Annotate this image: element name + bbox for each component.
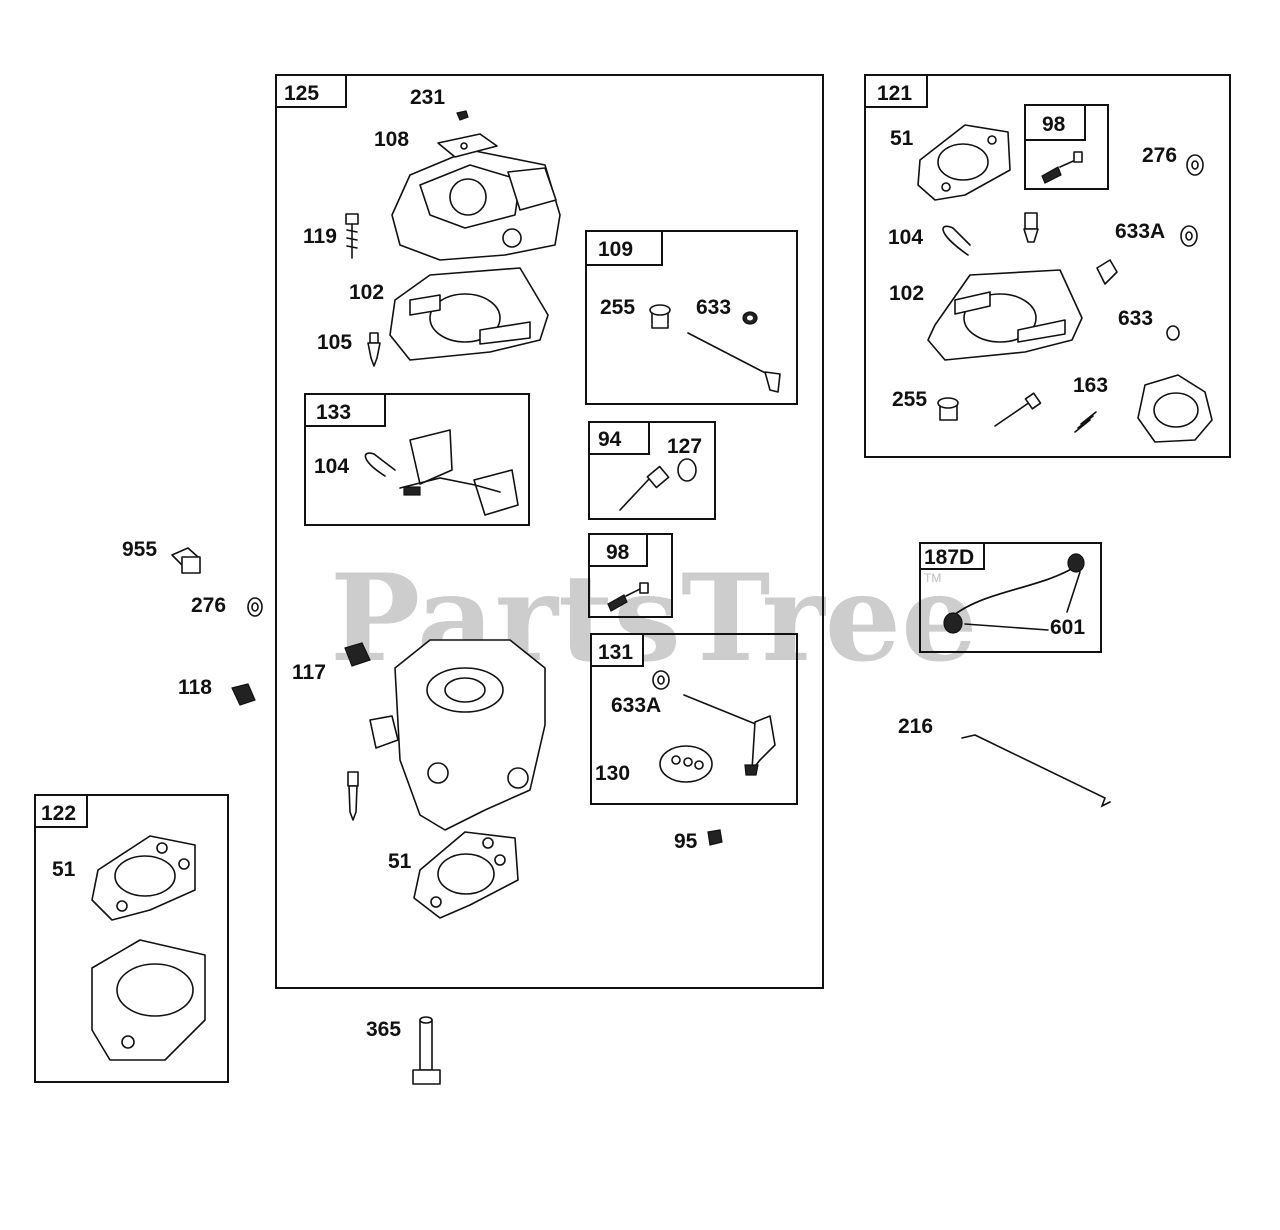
kit-125-box: 125 (275, 74, 824, 989)
fuel-line[interactable] (943, 553, 1085, 634)
gasket-102-kit121[interactable] (927, 269, 1083, 361)
kit-187D-label: 187D (924, 546, 974, 569)
screw-119[interactable] (345, 213, 359, 259)
kit-122-box: 122 (34, 794, 229, 1083)
label-255-kit109: 255 (600, 296, 635, 319)
label-633A-kit131: 633A (611, 694, 661, 717)
label-231: 231 (410, 86, 445, 109)
needle-105[interactable] (367, 332, 381, 367)
screw-95[interactable] (707, 829, 723, 846)
fitting-117[interactable] (344, 642, 371, 667)
kit-109-label: 109 (598, 238, 633, 261)
kit-98-right-label: 98 (1042, 113, 1066, 136)
label-955: 955 (122, 538, 157, 561)
needle-valve-base[interactable] (347, 771, 359, 821)
kit-133-label: 133 (316, 401, 351, 424)
gasket-163[interactable] (1137, 374, 1213, 443)
spring-kit121[interactable] (1074, 411, 1097, 433)
bushing-255-kit121[interactable] (937, 397, 959, 421)
label-51-kit122: 51 (52, 858, 76, 881)
kit-94-label: 94 (598, 428, 622, 451)
kit-131-box: 131 (590, 633, 798, 805)
washer-276-kit121[interactable] (1186, 154, 1204, 176)
label-255-kit121: 255 (892, 388, 927, 411)
label-118: 118 (178, 676, 212, 699)
kit-131-label: 131 (598, 641, 633, 664)
kit-94-box: 94 (588, 421, 716, 520)
spacer-block[interactable] (91, 939, 206, 1061)
plug-955[interactable] (171, 547, 201, 574)
choke-shaft[interactable] (683, 694, 776, 776)
label-104-kit121: 104 (888, 226, 923, 249)
gasket-102-main[interactable] (389, 267, 549, 361)
screw-365[interactable] (412, 1016, 441, 1085)
watermark-tm: TM (924, 571, 941, 585)
kit-98-center-label: 98 (606, 541, 630, 564)
label-127: 127 (667, 435, 702, 458)
gasket-51-kit122[interactable] (91, 835, 196, 921)
kit-98-center-box: 98 (588, 533, 673, 618)
kit-133-box: 133 (304, 393, 530, 526)
clamp-601-leaders (964, 571, 1081, 631)
kit-121-box: 121 (864, 74, 1231, 458)
washer-276-left[interactable] (247, 597, 263, 617)
oring-127[interactable] (677, 458, 697, 482)
gasket-51-kit121[interactable] (917, 124, 1011, 201)
kit-122-label: 122 (41, 802, 76, 825)
label-51-kit121: 51 (890, 127, 914, 150)
clip-104-float[interactable] (364, 452, 396, 477)
screw-spring-98-right[interactable] (1041, 151, 1083, 184)
choke-link-216[interactable] (961, 734, 1111, 808)
label-163: 163 (1073, 374, 1108, 397)
label-130: 130 (595, 762, 630, 785)
fitting-118[interactable] (231, 683, 256, 706)
label-633-kit121: 633 (1118, 307, 1153, 330)
throttle-shaft[interactable] (687, 332, 781, 393)
seal-633A-kit131[interactable] (652, 670, 670, 690)
label-633-kit109: 633 (696, 296, 731, 319)
label-104-float: 104 (314, 455, 349, 478)
label-102-kit121: 102 (889, 282, 924, 305)
carburetor-top-body[interactable] (391, 149, 561, 261)
label-102-main: 102 (349, 281, 384, 304)
idle-screw-kit121[interactable] (994, 392, 1042, 427)
label-95: 95 (674, 830, 698, 853)
kit-109-box: 109 (585, 230, 798, 405)
label-276-kit121: 276 (1142, 144, 1177, 167)
gasket-108[interactable] (437, 133, 498, 158)
kit-125-label: 125 (284, 82, 319, 105)
screw-spring-98-center[interactable] (607, 582, 649, 612)
label-51-main: 51 (388, 850, 412, 873)
clip-part-kit121[interactable] (1096, 259, 1118, 285)
seal-633A-kit121[interactable] (1180, 225, 1198, 247)
screw-231[interactable] (456, 110, 469, 121)
carburetor-base[interactable] (369, 639, 546, 831)
kit-98-right-box: 98 (1024, 104, 1109, 190)
kit-121-label: 121 (877, 82, 912, 105)
label-105: 105 (317, 331, 352, 354)
seal-633-kit109[interactable] (742, 311, 758, 325)
label-117: 117 (292, 661, 326, 684)
label-365: 365 (366, 1018, 401, 1041)
label-216: 216 (898, 715, 933, 738)
kit-187D-box: 187D (919, 542, 1102, 653)
label-276-left: 276 (191, 594, 226, 617)
clip-104-kit121[interactable] (942, 225, 971, 256)
label-601: 601 (1050, 616, 1085, 639)
label-108: 108 (374, 128, 409, 151)
bushing-255-kit109[interactable] (649, 304, 671, 329)
float-assembly[interactable] (399, 429, 519, 516)
choke-plate-130[interactable] (659, 745, 713, 783)
label-119: 119 (303, 225, 337, 248)
gasket-51-main[interactable] (413, 831, 519, 919)
label-633A-kit121: 633A (1115, 220, 1165, 243)
needle-screw-94[interactable] (619, 465, 670, 511)
needle-kit121[interactable] (1023, 212, 1039, 243)
seal-633-kit121[interactable] (1166, 325, 1180, 341)
